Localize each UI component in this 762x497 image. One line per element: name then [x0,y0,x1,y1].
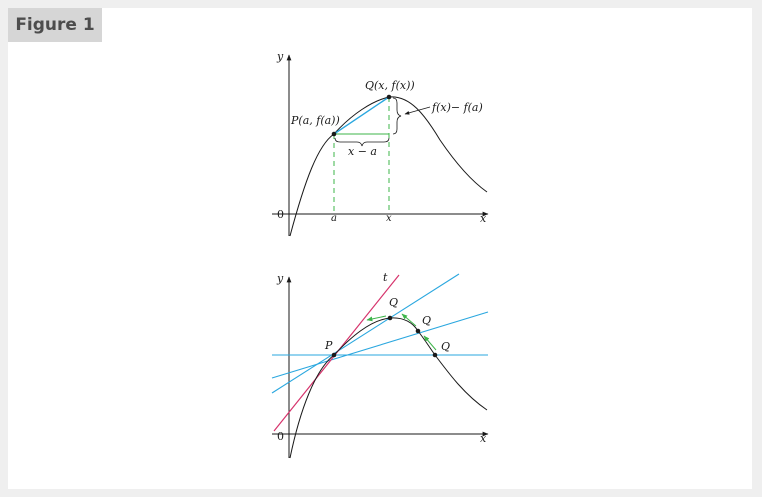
bottom-point-q1 [387,315,393,321]
top-rise-label: f(x)− f(a) [431,101,483,114]
top-point-p [331,131,337,137]
top-point-p-label: P(a, f(a)) [290,114,340,127]
top-y-axis-label: y [276,50,284,63]
top-rise-brace [392,97,402,135]
top-tick-x-label: x [386,213,392,224]
top-rise-arrow [404,106,431,115]
bottom-point-q2-label: Q [422,314,431,327]
bottom-diagram: y x 0 t P Q Q Q [271,271,489,459]
bottom-point-p-label: P [324,339,333,352]
top-origin-label: 0 [277,208,284,221]
top-run-label: x − a [348,145,377,158]
bottom-point-q2 [415,328,421,334]
figure-panel [8,8,752,489]
bottom-motion-arrow-1 [366,315,387,322]
bottom-secant-line-2 [271,311,489,379]
top-secant-line [333,96,390,135]
bottom-origin-label: 0 [277,430,284,443]
top-point-q [386,94,392,100]
bottom-point-q1-label: Q [389,296,398,309]
figure-label: Figure 1 [8,8,102,42]
bottom-point-q3-label: Q [441,340,450,353]
top-run-brace [334,137,390,147]
bottom-y-axis-label: y [276,272,284,285]
top-point-q-label: Q(x, f(x)) [365,79,415,92]
top-diagram: y x 0 P(a, f(a)) Q(x, f(x)) f(x)− f(a) x… [272,50,489,237]
bottom-secant-line-1 [271,273,460,394]
bottom-motion-arrow-3 [423,335,437,351]
bottom-point-q3 [432,352,438,358]
top-x-axis-label: x [480,212,487,225]
bottom-tangent-label: t [383,271,388,284]
bottom-motion-arrow-2 [401,313,417,327]
top-tick-a-label: a [331,213,337,224]
bottom-function-curve [289,317,488,459]
bottom-x-axis-label: x [480,432,487,445]
bottom-point-p [331,352,337,358]
